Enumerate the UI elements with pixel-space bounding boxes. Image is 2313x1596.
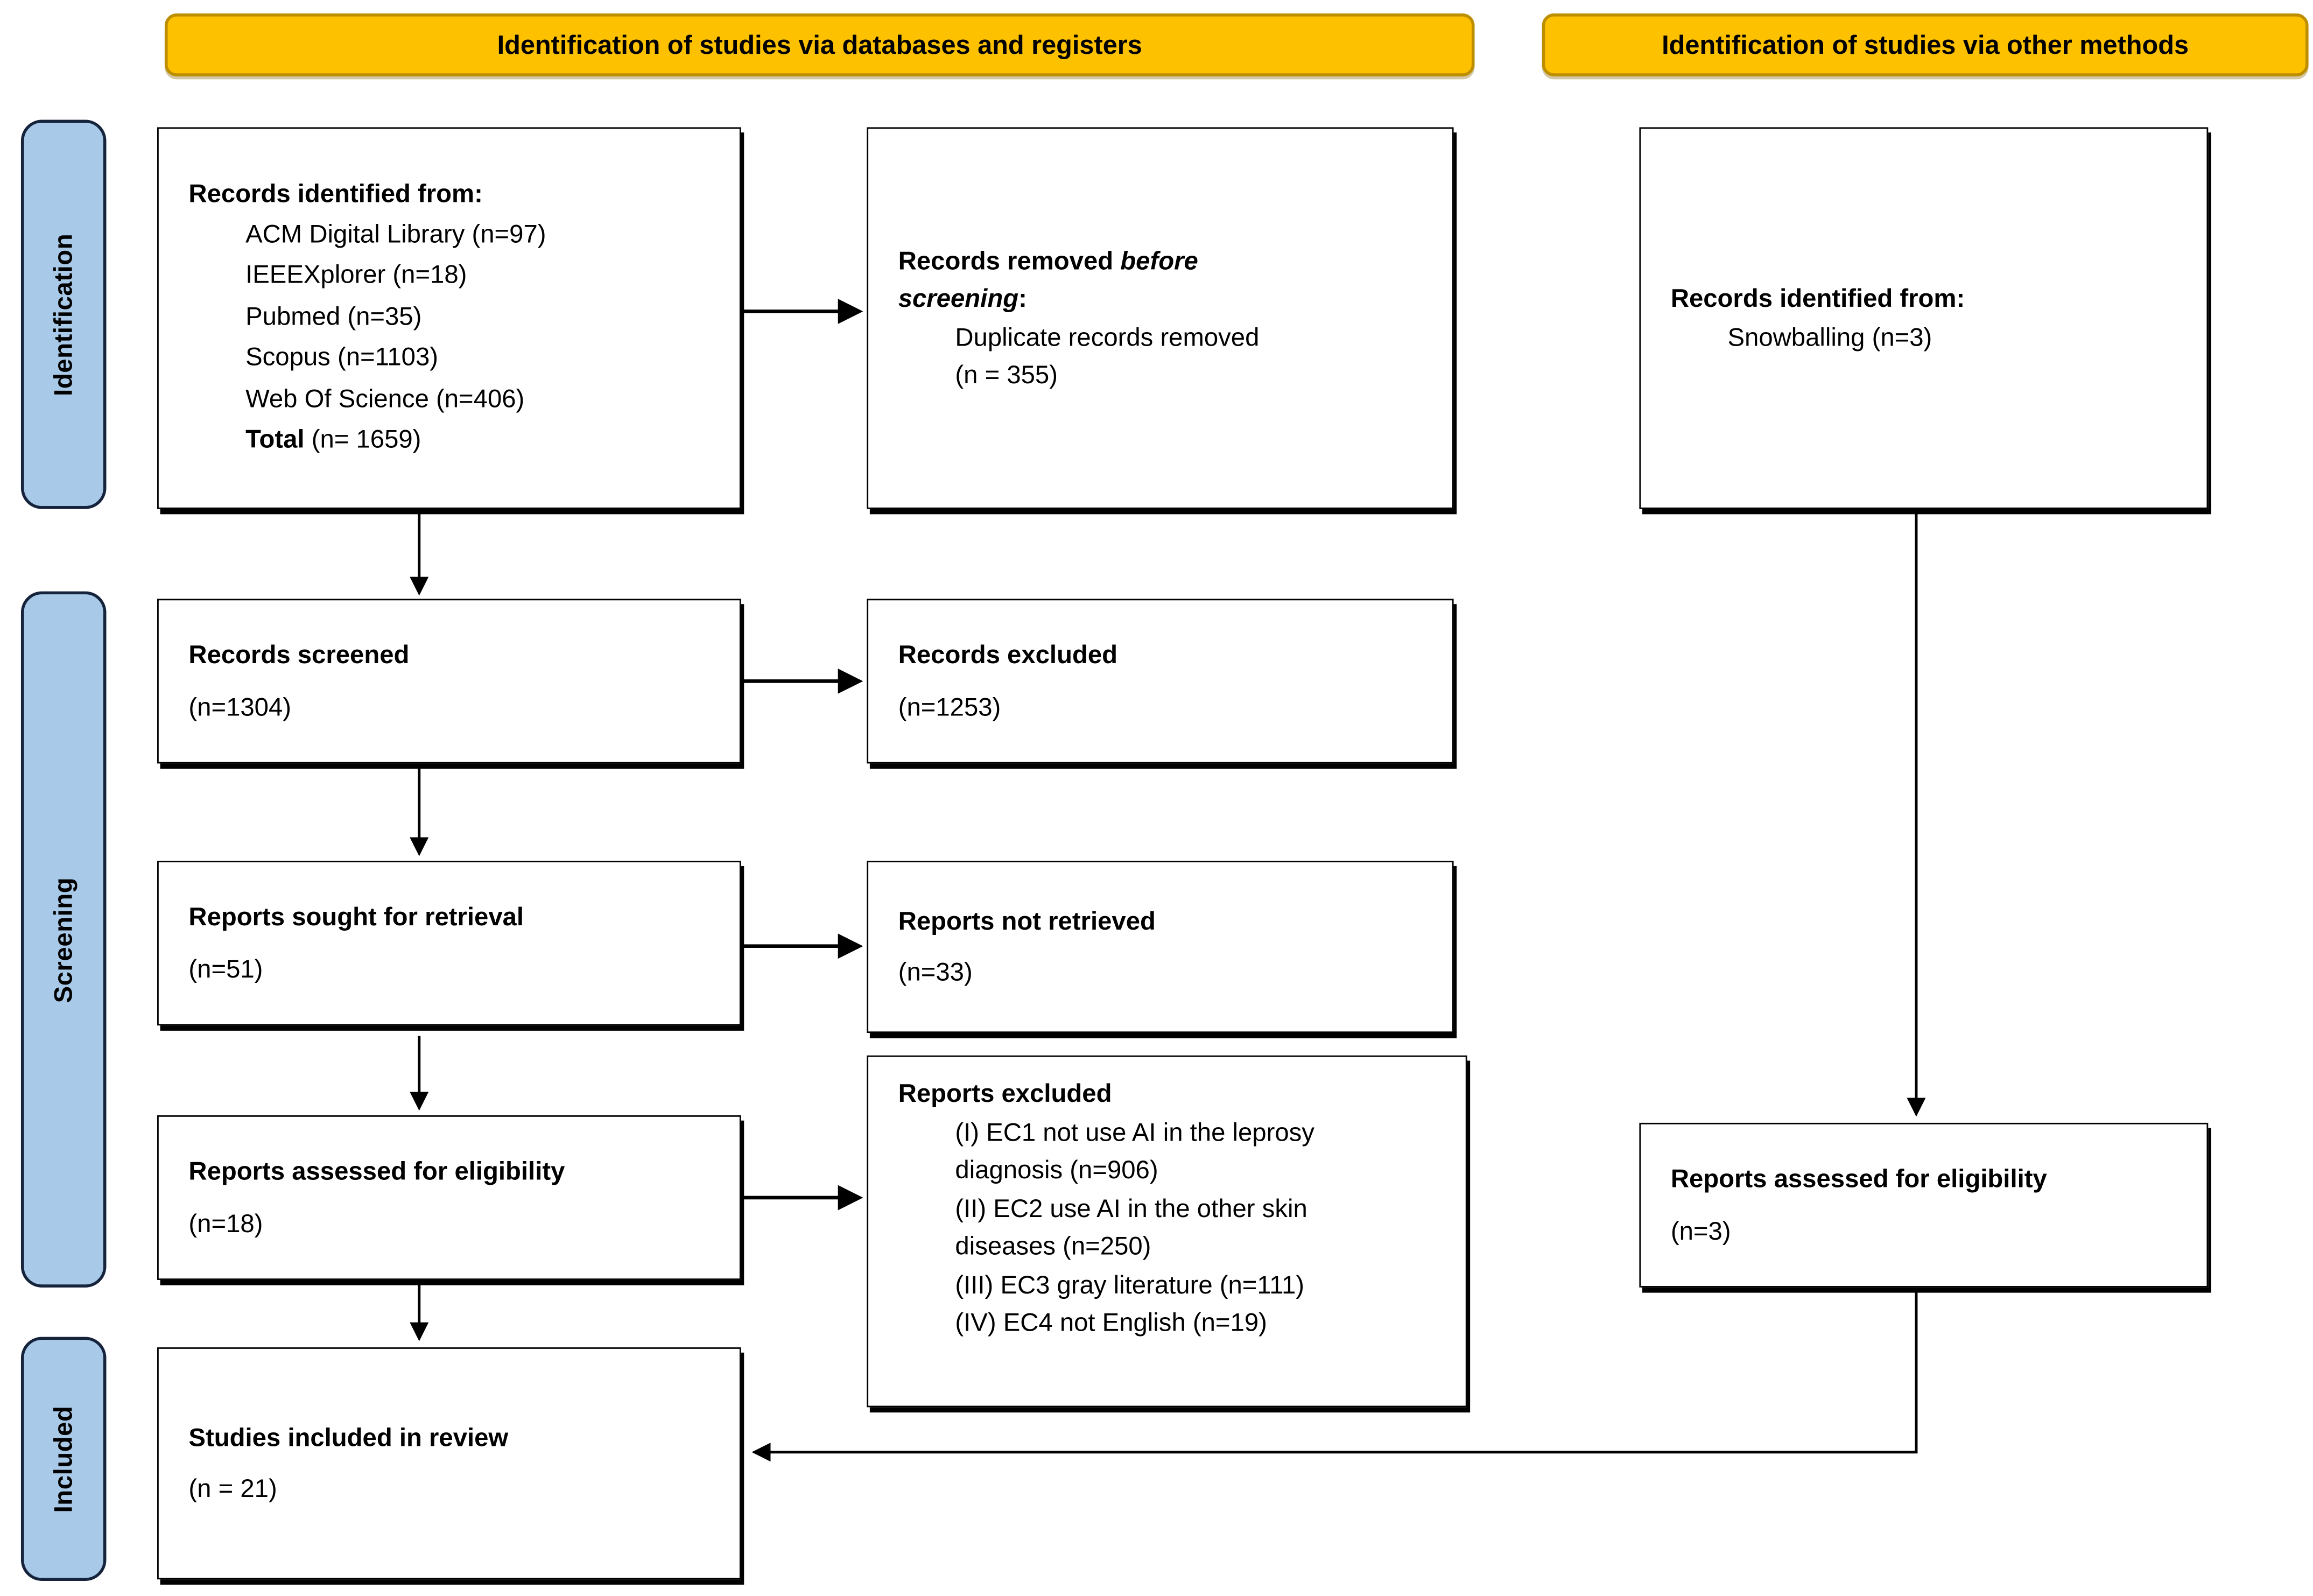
- records-removed-title-italic: before screening: [898, 246, 1198, 313]
- box-reports-assessed: Reports assessed for eligibility (n=18): [157, 1115, 741, 1280]
- source-total-count: (n= 1659): [304, 425, 421, 454]
- reports-excluded-reasons: (I) EC1 not use AI in the leprosy diagno…: [898, 1113, 1445, 1342]
- records-identified-sources: ACM Digital Library (n=97) IEEEXplorer (…: [188, 214, 719, 461]
- box-records-removed: Records removed before screening: Duplic…: [867, 127, 1454, 509]
- snowballing-item: Snowballing (n=3): [1727, 322, 1932, 351]
- phase-identification-label: Identification: [48, 233, 78, 396]
- source-pubmed: Pubmed (n=35): [245, 302, 422, 331]
- banner-other-methods: Identification of studies via other meth…: [1542, 13, 2309, 76]
- source-total-label: Total: [245, 425, 305, 454]
- reports-sought-title: Reports sought for retrieval: [188, 903, 524, 931]
- reports-assessed-other-count: (n=3): [1670, 1216, 1731, 1245]
- box-records-excluded: Records excluded (n=1253): [867, 599, 1454, 764]
- records-removed-title-text: Records removed: [898, 246, 1121, 275]
- studies-included-count: (n = 21): [188, 1474, 277, 1503]
- exclusion-ec1: (I) EC1 not use AI in the leprosy diagno…: [955, 1117, 1314, 1184]
- source-wos: Web Of Science (n=406): [245, 384, 525, 413]
- duplicates-removed-count: (n = 355): [955, 361, 1058, 390]
- reports-assessed-other-title: Reports assessed for eligibility: [1670, 1164, 2047, 1193]
- records-excluded-title: Records excluded: [898, 641, 1118, 670]
- studies-included-title: Studies included in review: [188, 1423, 509, 1452]
- reports-assessed-count: (n=18): [188, 1208, 263, 1238]
- box-reports-assessed-other: Reports assessed for eligibility (n=3): [1639, 1122, 2209, 1288]
- phase-pill-screening: Screening: [20, 591, 107, 1288]
- records-screened-title: Records screened: [188, 641, 410, 670]
- records-identified-title: Records identified from:: [188, 180, 483, 209]
- records-excluded-count: (n=1253): [898, 692, 1001, 721]
- reports-not-retrieved-title: Reports not retrieved: [898, 906, 1156, 935]
- records-removed-title: Records removed before screening:: [898, 242, 1276, 318]
- box-studies-included: Studies included in review (n = 21): [157, 1347, 741, 1580]
- records-screened-count: (n=1304): [188, 692, 292, 721]
- box-records-identified: Records identified from: ACM Digital Lib…: [157, 127, 741, 509]
- box-reports-sought: Reports sought for retrieval (n=51): [157, 861, 741, 1026]
- reports-excluded-title: Reports excluded: [898, 1079, 1112, 1108]
- duplicates-removed-line: Duplicate records removed: [955, 322, 1260, 351]
- phase-screening-label: Screening: [48, 876, 78, 1003]
- phase-pill-included: Included: [20, 1337, 107, 1581]
- exclusion-ec3: (III) EC3 gray literature (n=111): [955, 1270, 1305, 1299]
- banner-databases-registers: Identification of studies via databases …: [164, 13, 1475, 76]
- phase-included-label: Included: [48, 1405, 78, 1513]
- reports-assessed-title: Reports assessed for eligibility: [188, 1157, 565, 1186]
- exclusion-ec4: (IV) EC4 not English (n=19): [955, 1308, 1267, 1337]
- banner-other-methods-label: Identification of studies via other meth…: [1662, 29, 2189, 59]
- source-scopus: Scopus (n=1103): [245, 343, 439, 372]
- snowballing-title: Records identified from:: [1670, 284, 1965, 313]
- banner-databases-registers-label: Identification of studies via databases …: [497, 29, 1142, 59]
- box-records-identified-other: Records identified from: Snowballing (n=…: [1639, 127, 2209, 509]
- records-removed-title-colon: :: [1018, 284, 1027, 313]
- source-acm: ACM Digital Library (n=97): [245, 219, 546, 248]
- source-ieee: IEEEXplorer (n=18): [245, 261, 467, 290]
- exclusion-ec2: (II) EC2 use AI in the other skin diseas…: [955, 1194, 1307, 1261]
- box-reports-not-retrieved: Reports not retrieved (n=33): [867, 861, 1454, 1033]
- reports-not-retrieved-count: (n=33): [898, 958, 973, 987]
- reports-sought-count: (n=51): [188, 954, 263, 983]
- box-records-screened: Records screened (n=1304): [157, 599, 741, 764]
- records-removed-detail: Duplicate records removed (n = 355): [898, 318, 1431, 395]
- box-reports-excluded: Reports excluded (I) EC1 not use AI in t…: [867, 1055, 1467, 1408]
- phase-pill-identification: Identification: [20, 119, 107, 509]
- source-total: Total (n= 1659): [245, 420, 719, 461]
